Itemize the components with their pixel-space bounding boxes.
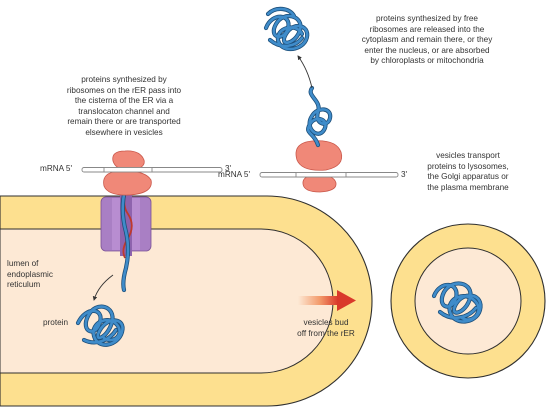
- caption-line: elsewhere in vesicles: [85, 127, 163, 137]
- caption-line: by chloroplasts or mitochondria: [370, 56, 484, 66]
- ribosome-right: [295, 140, 343, 193]
- bud-arrow: [298, 290, 356, 311]
- bud-caption: vesicles bud off from the rER: [284, 318, 368, 339]
- caption-line: proteins synthesized by: [81, 75, 167, 84]
- caption-line: translocaton channel and: [78, 106, 170, 116]
- rer-caption: proteins synthesized by ribosomes on the…: [40, 75, 208, 139]
- free-ribosome-caption: proteins synthesized by free ribosomes a…: [322, 14, 532, 67]
- mrna-right-3prime-label: 3': [401, 170, 408, 179]
- protein-blob-free: [263, 6, 310, 52]
- vesicle-transport-caption: vesicles transport proteins to lysosomes…: [392, 151, 544, 193]
- label-line: endoplasmic: [7, 269, 53, 279]
- caption-line: the cisterna of the ER via a: [74, 96, 174, 106]
- caption-line: cytoplasm and remain there, or they: [361, 35, 493, 45]
- er-lumen: [0, 228, 334, 374]
- mrna-right-5prime-label: mRNA 5': [218, 170, 251, 179]
- caption-line: ribosomes are released into the: [369, 24, 485, 34]
- caption-line: the Golgi apparatus or: [427, 172, 509, 182]
- label-line: lumen of: [7, 259, 39, 268]
- caption-line: ribosomes on the rER pass into: [66, 85, 182, 95]
- growing-protein-right: [306, 85, 333, 148]
- caption-line: remain there or are transported: [67, 117, 181, 127]
- mrna-left-5prime-label: mRNA 5': [40, 164, 73, 173]
- protein-blob-vesicle: [431, 281, 483, 324]
- caption-line: proteins synthesized by free: [376, 14, 478, 23]
- caption-line: off from the rER: [297, 328, 355, 338]
- label-line: reticulum: [7, 280, 41, 290]
- mrna-left-3prime-label: 3': [225, 164, 232, 173]
- arrow-to-lumen-protein: [92, 274, 114, 301]
- caption-line: vesicles bud: [303, 318, 349, 327]
- protein-label: protein: [43, 318, 69, 327]
- caption-line: proteins to lysosomes,: [427, 161, 509, 171]
- protein-blob-lumen: [75, 304, 125, 347]
- caption-line: enter the nucleus, or are absorbed: [364, 45, 490, 55]
- lumen-label: lumen of endoplasmic reticulum: [7, 259, 53, 291]
- arrow-to-free-protein: [297, 55, 313, 89]
- caption-line: the plasma membrane: [427, 182, 509, 192]
- caption-line: vesicles transport: [436, 151, 500, 160]
- ribosome-left: [103, 150, 152, 196]
